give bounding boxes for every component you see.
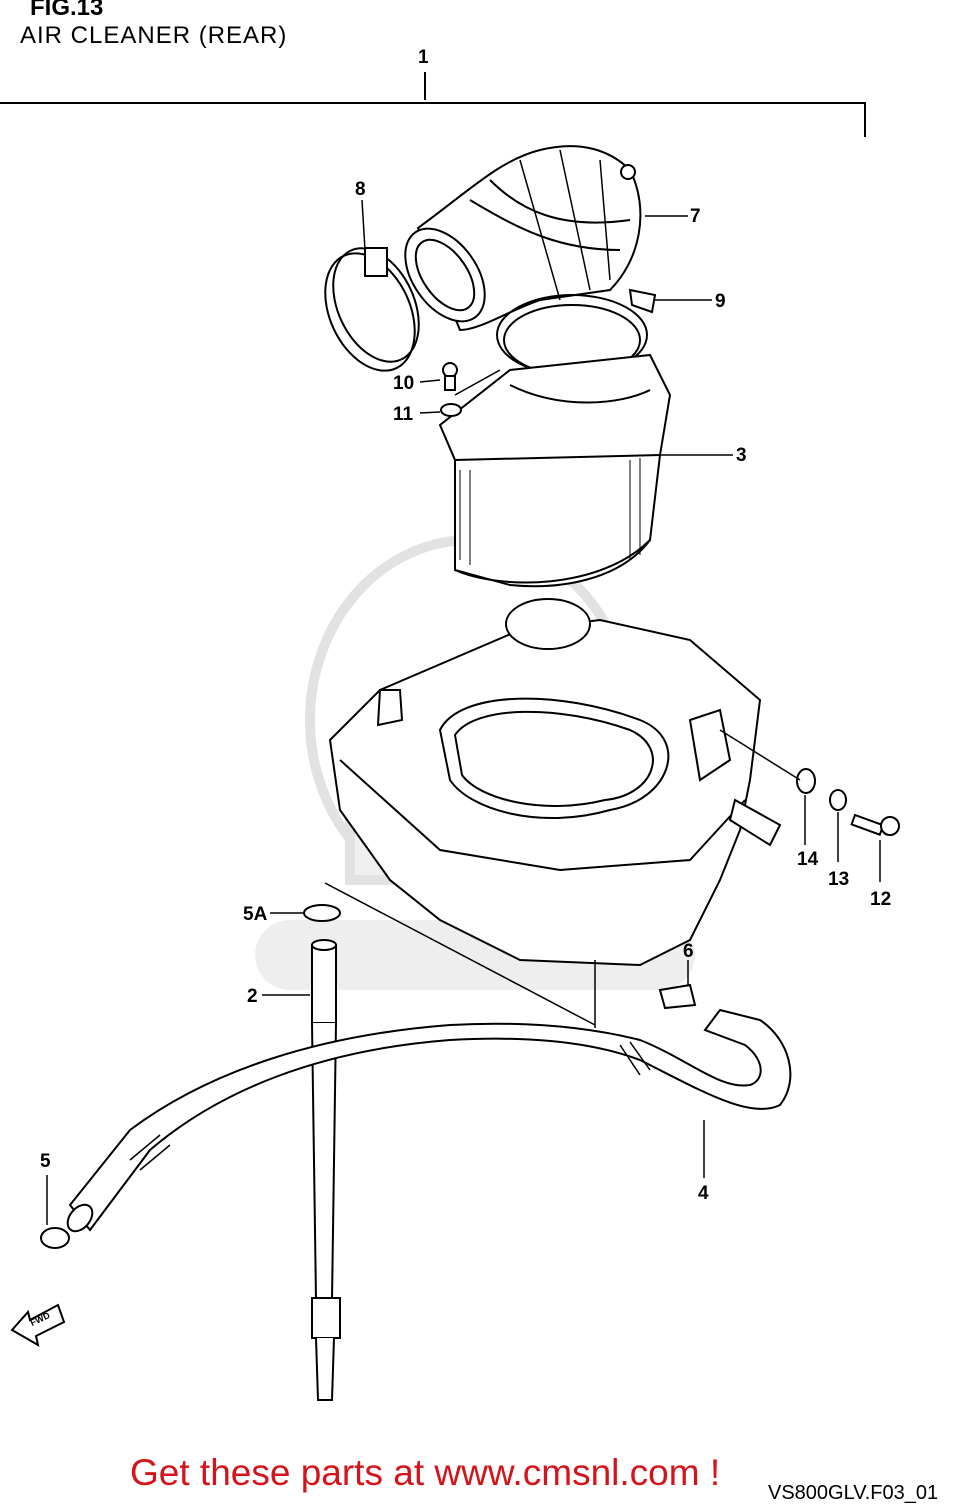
callout-3: 3 [736, 445, 747, 466]
clip-5a [303, 904, 341, 922]
breather-hose [66, 1008, 792, 1233]
callout-13: 13 [828, 869, 850, 890]
callout-4: 4 [698, 1183, 709, 1204]
drain-tube [311, 939, 341, 1401]
callout-6: 6 [683, 941, 694, 962]
callout-7: 7 [690, 206, 701, 227]
intake-boot [404, 145, 642, 332]
air-cleaner-case [328, 598, 782, 967]
hose-clamp-5 [40, 1227, 70, 1249]
callout-12: 12 [870, 889, 892, 910]
bolt [850, 813, 900, 836]
filter-element [438, 353, 672, 588]
callout-2: 2 [247, 986, 258, 1007]
callout-8: 8 [355, 179, 366, 200]
callout-14: 14 [797, 849, 819, 870]
hose-clip [658, 983, 697, 1010]
leader-lines [46, 199, 881, 1225]
callout-1: 1 [418, 47, 429, 68]
callout-5: 5 [40, 1151, 51, 1172]
callout-9: 9 [715, 291, 726, 312]
parts-link[interactable]: Get these parts at www.cmsnl.com ! [130, 1452, 721, 1493]
callout-11: 11 [393, 404, 414, 425]
nut [829, 789, 847, 811]
drawing-code: VS800GLV.F03_01 [768, 1482, 939, 1504]
fwd-arrow-icon [10, 1303, 66, 1348]
clamp-band [324, 247, 420, 372]
callout-10: 10 [393, 373, 415, 394]
callout-5a: 5A [243, 904, 268, 925]
assembly-bracket [0, 72, 866, 137]
grommet [796, 768, 816, 794]
screw [442, 362, 458, 391]
figure-title: AIR CLEANER (REAR) [20, 22, 288, 49]
washer [440, 403, 462, 417]
figure-number: FIG.13 [30, 0, 104, 21]
